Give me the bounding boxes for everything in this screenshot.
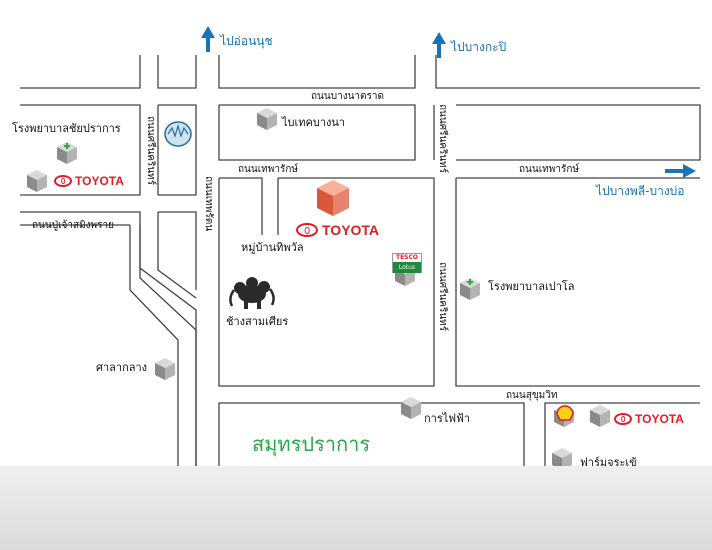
block-outline bbox=[157, 104, 197, 196]
hospital-icon bbox=[66, 143, 68, 149]
road-label-srinakarin-mid: ถนนศรีนครินทร์ bbox=[437, 262, 448, 332]
block-outline bbox=[139, 225, 197, 466]
toyota-logo-icon bbox=[296, 223, 318, 237]
cube-marker-icon bbox=[27, 170, 47, 192]
place-label-paolo-hospital: โรงพยาบาลเปาโล bbox=[488, 280, 575, 293]
toyota-label: TOYOTA bbox=[75, 174, 124, 188]
block-outline bbox=[157, 55, 197, 89]
arrow-north-left-shaft bbox=[206, 36, 210, 52]
toyota-dealer-icon: TOYOTA bbox=[614, 412, 684, 426]
place-label-village: หมู่บ้านทิพวัล bbox=[241, 241, 304, 254]
arrow-east-shaft bbox=[665, 169, 685, 173]
direction-arrows bbox=[201, 26, 696, 178]
emblem-icon bbox=[164, 121, 192, 147]
toyota-logo-icon bbox=[614, 413, 632, 425]
block-outline bbox=[456, 104, 701, 161]
road-label-pu-chao: ถนนปู่เจ้าสมิงพราย bbox=[32, 220, 114, 231]
block-outline bbox=[219, 177, 263, 235]
footer-band bbox=[0, 466, 712, 550]
direction-label-bangplee: ไปบางพลี-บางบ่อ bbox=[596, 184, 685, 198]
road-label-bangna-trad: ถนนบางนาตราด bbox=[311, 91, 384, 102]
block-outline bbox=[157, 212, 197, 299]
block-outline bbox=[20, 104, 141, 196]
hospital-icon bbox=[469, 279, 471, 285]
place-label-electricity: การไฟฟ้า bbox=[424, 412, 471, 425]
block-outline bbox=[129, 225, 179, 466]
toyota-dealer-main-icon: TOYOTA bbox=[296, 222, 379, 238]
block-outline bbox=[20, 55, 141, 89]
block-outline bbox=[218, 55, 416, 89]
arrow-north-right-shaft bbox=[437, 42, 441, 58]
cube-marker-icon bbox=[155, 358, 175, 380]
place-label-city-hall: ศาลากลาง bbox=[96, 361, 148, 374]
shell-icon bbox=[556, 405, 574, 421]
cube-marker-icon bbox=[257, 108, 277, 130]
elephant-icon bbox=[229, 277, 275, 309]
toyota-label-main: TOYOTA bbox=[322, 222, 380, 238]
block-outline bbox=[158, 211, 197, 290]
direction-label-bangkapi: ไปบางกะปิ bbox=[451, 40, 507, 54]
road-label-srinakarin-top: ถนนศรีนครินทร์ bbox=[437, 104, 448, 174]
block-outline bbox=[218, 402, 525, 466]
toyota-logo-icon bbox=[54, 175, 72, 187]
block-outline bbox=[435, 55, 700, 89]
tesco-label: TESCO bbox=[395, 254, 419, 261]
toyota-label: TOYOTA bbox=[635, 412, 684, 426]
place-label-chaiprakarn-hospital: โรงพยาบาลชัยปราการ bbox=[12, 122, 121, 135]
road-label-srinakarin-left: ถนนศรีนครินทร์ bbox=[145, 116, 156, 186]
road-label-theparak-left: ถนนเทพารักษ์ bbox=[238, 164, 298, 175]
tesco-lotus-icon: TESCO Lotus bbox=[392, 253, 422, 273]
place-label-elephant: ช้างสามเศียร bbox=[226, 315, 289, 328]
block-outline bbox=[544, 402, 700, 466]
road-label-sukhumvit: ถนนสุขุมวิท bbox=[506, 390, 558, 401]
arrow-north-right-icon bbox=[432, 32, 446, 44]
place-label-crocodile-farm: ฟาร์มจระเข้ bbox=[580, 456, 637, 469]
block-outline bbox=[218, 177, 435, 387]
block-outline bbox=[218, 104, 416, 161]
cube-marker-icon bbox=[317, 180, 349, 216]
direction-label-onnut: ไปอ่อนนุช bbox=[220, 34, 273, 48]
cube-marker-icon bbox=[590, 405, 610, 427]
place-label-bitec: ไบเทคบางนา bbox=[282, 116, 346, 129]
block-outline bbox=[455, 178, 700, 387]
arrow-east-icon bbox=[683, 164, 696, 178]
block-outline bbox=[20, 211, 197, 466]
road-label-theparak-right: ถนนเทพารักษ์ bbox=[519, 164, 579, 175]
arrow-north-left-icon bbox=[201, 26, 215, 38]
cube-marker-icon bbox=[401, 397, 421, 419]
lotus-label: Lotus bbox=[393, 262, 421, 273]
city-label-samutprakan: สมุทรปราการ bbox=[252, 432, 371, 456]
toyota-dealer-icon: TOYOTA bbox=[54, 174, 124, 188]
road-label-thepparat: ถนนเทพรัตน bbox=[203, 176, 214, 232]
